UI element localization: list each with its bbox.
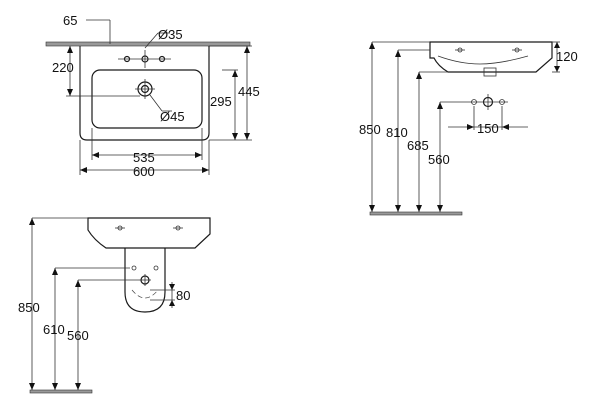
dim-d35: Ø35 bbox=[158, 27, 183, 42]
front-view: 65 Ø35 220 445 295 Ø45 535 bbox=[45, 13, 260, 179]
basin-profile bbox=[87, 217, 211, 249]
basin-bowl bbox=[91, 69, 203, 129]
pedestal-body bbox=[124, 248, 166, 313]
dim-445: 445 bbox=[238, 84, 260, 99]
basin-outline bbox=[79, 46, 210, 141]
dim-600: 600 bbox=[133, 164, 155, 179]
pedestal-view: 850 610 560 80 bbox=[18, 217, 211, 394]
dim-d45: Ø45 bbox=[160, 109, 185, 124]
dim-65: 65 bbox=[63, 13, 77, 28]
dim-810: 810 bbox=[386, 125, 408, 140]
dim-560: 560 bbox=[428, 152, 450, 167]
dim-150: 150 bbox=[477, 121, 499, 136]
dim-610: 610 bbox=[43, 322, 65, 337]
side-view: 120 850 810 685 560 bbox=[359, 41, 578, 216]
dim-80: 80 bbox=[176, 288, 190, 303]
dim-295: 295 bbox=[210, 94, 232, 109]
tap-holes bbox=[118, 50, 171, 68]
mount-holes bbox=[115, 225, 183, 231]
basin-profile bbox=[429, 41, 553, 73]
connection-points bbox=[468, 94, 508, 110]
mount-holes bbox=[455, 47, 522, 53]
floor-line bbox=[29, 389, 93, 394]
dim-685: 685 bbox=[407, 138, 429, 153]
dim-850: 850 bbox=[359, 122, 381, 137]
dim-850: 850 bbox=[18, 300, 40, 315]
floor-line bbox=[369, 211, 463, 216]
dim-535: 535 bbox=[133, 150, 155, 165]
drain-icon bbox=[135, 79, 155, 99]
dim-560: 560 bbox=[67, 328, 89, 343]
dim-220: 220 bbox=[52, 60, 74, 75]
dim-120: 120 bbox=[556, 49, 578, 64]
connection-points bbox=[131, 265, 159, 286]
